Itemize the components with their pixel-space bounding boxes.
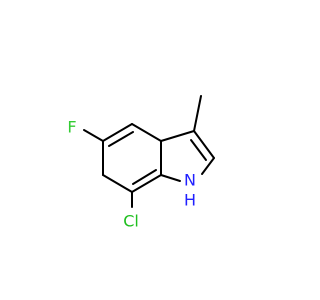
bond-n1-c7a bbox=[160, 174, 181, 182]
bond-c3-c2 bbox=[193, 130, 215, 159]
bond-c3a-c3 bbox=[160, 130, 195, 142]
bond-c6-c7 bbox=[102, 174, 133, 193]
bond-c2-n1 bbox=[201, 157, 215, 175]
bond-c7-c7a bbox=[131, 174, 162, 193]
bond-c3-c2-inner bbox=[190, 139, 207, 161]
fluorine-atom-label: F bbox=[67, 118, 76, 137]
bond-c5-f bbox=[83, 129, 104, 142]
molecule-structure-diagram: F Cl N H bbox=[67, 95, 215, 231]
bond-c4-c5 bbox=[102, 123, 133, 142]
nitrogen-atom-label: N bbox=[184, 171, 196, 190]
hydrogen-atom-label: H bbox=[184, 191, 196, 210]
bond-c3-methyl bbox=[193, 95, 202, 132]
chlorine-atom-label: Cl bbox=[123, 212, 139, 231]
bond-c7-c7a-inner bbox=[132, 169, 157, 185]
bond-c3a-c4 bbox=[131, 123, 162, 142]
bond-c4-c5-inner bbox=[108, 131, 134, 147]
